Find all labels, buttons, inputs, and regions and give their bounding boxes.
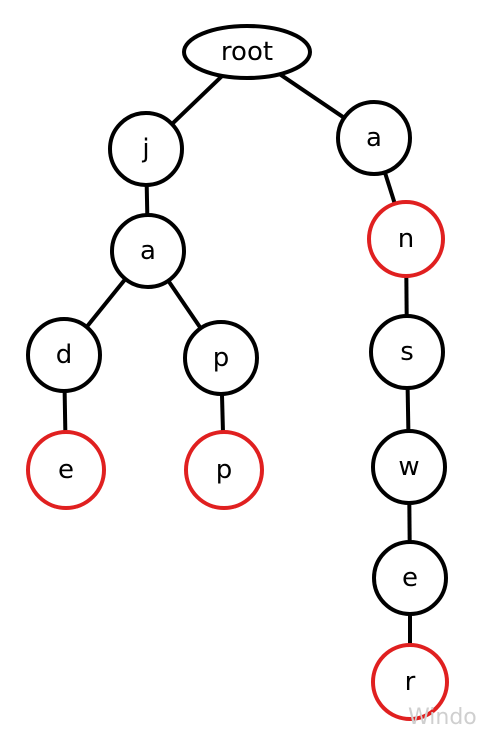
node-circle (108, 111, 184, 187)
node-label: s (400, 337, 414, 367)
node-a1: a (110, 213, 186, 289)
node-circle (372, 540, 448, 616)
node-label: a (366, 123, 382, 153)
node-label: e (402, 563, 418, 593)
edge-s-w (405, 387, 411, 432)
end-node-circle (371, 643, 449, 721)
end-node-circle (26, 430, 106, 510)
watermark-text: Windo (408, 705, 477, 730)
node-label: n (398, 224, 414, 254)
edge-j-a1 (144, 184, 150, 216)
end-node-circle (367, 200, 445, 278)
node-layer: root j a d e p p a n s w e r (26, 24, 449, 721)
node-label: r (405, 667, 416, 697)
node-n: n (367, 200, 445, 278)
end-node-circle (184, 430, 264, 510)
edge-a1-p1 (166, 279, 203, 330)
edge-p1-p2 (219, 393, 225, 433)
edge-layer (62, 72, 412, 645)
edge-root-j (170, 74, 224, 126)
node-label: d (56, 340, 73, 370)
node-label: a (140, 236, 156, 266)
node-r: r (371, 643, 449, 721)
node-circle (371, 429, 447, 505)
node-label: w (398, 452, 419, 482)
node-j: j (108, 111, 184, 187)
node-circle (336, 100, 412, 176)
node-d: d (26, 317, 102, 393)
node-label: root (221, 37, 273, 67)
node-circle (183, 320, 259, 396)
node-circle (182, 24, 312, 80)
node-w: w (371, 429, 447, 505)
node-root: root (182, 24, 312, 80)
node-circle (369, 314, 445, 390)
node-p2: p (184, 430, 264, 510)
node-p1: p (183, 320, 259, 396)
node-label: p (216, 455, 233, 485)
edge-root-a2 (278, 72, 346, 120)
node-circle (110, 213, 186, 289)
node-a2: a (336, 100, 412, 176)
node-label: j (141, 134, 149, 164)
node-label: e (58, 455, 74, 485)
node-circle (26, 317, 102, 393)
node-e2: e (372, 540, 448, 616)
edge-a1-d (85, 277, 127, 329)
node-e1: e (26, 430, 106, 510)
edge-a2-n (382, 171, 397, 205)
node-label: p (213, 343, 230, 373)
edge-d-e1 (62, 390, 68, 433)
node-s: s (369, 314, 445, 390)
